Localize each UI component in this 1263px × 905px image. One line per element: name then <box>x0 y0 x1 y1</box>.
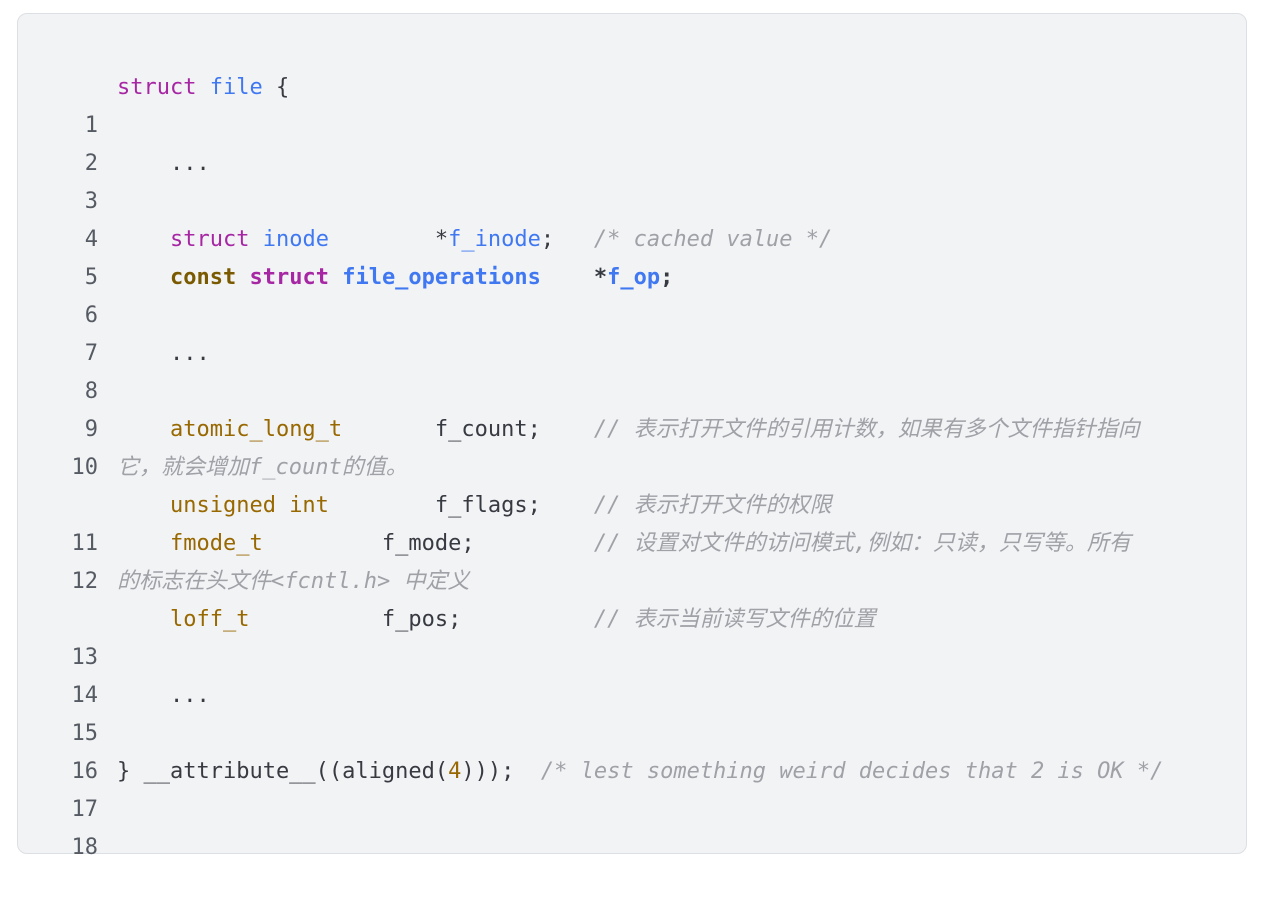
code-listing: 1 struct file { 2 3 ... 4 5 struct inode… <box>18 69 1246 860</box>
line-text: struct inode *f_inode; /* cached value *… <box>169 227 833 252</box>
field-name: f_op <box>607 265 661 290</box>
type-name: file_operations <box>342 265 541 290</box>
line-text: const struct file_operations *f_op; <box>169 265 674 290</box>
code-block[interactable]: 1 struct file { 2 3 ... 4 5 struct inode… <box>17 13 1247 860</box>
line-text: fmode_t f_mode; // 设置对文件的访问模式,例如：只读，只写等。… <box>169 531 1131 556</box>
line-number: 15 <box>71 721 99 746</box>
line-number: 4 <box>84 227 98 252</box>
code-line: 1 struct file { <box>18 69 1246 138</box>
code-line: 13 loff_t f_pos; // 表示当前读写文件的位置 <box>18 601 1246 670</box>
line-number: 3 <box>84 189 98 214</box>
code-line: 11 unsigned int f_flags; // 表示打开文件的权限 <box>18 487 1246 556</box>
type-name: file <box>209 75 263 100</box>
comment: // 表示打开文件的引用计数，如果有多个文件指针指向 <box>593 417 1140 442</box>
code-line: 7 <box>18 297 1246 366</box>
line-number: 1 <box>84 113 98 138</box>
line-number: 5 <box>84 265 98 290</box>
comment: // 表示当前读写文件的位置 <box>593 607 876 632</box>
type-name: inode <box>262 227 329 252</box>
line-number: 7 <box>84 341 98 366</box>
line-text: loff_t f_pos; // 表示当前读写文件的位置 <box>169 607 876 632</box>
code-line: 17 } __attribute__((aligned(4))); /* les… <box>18 753 1246 822</box>
code-line: 5 struct inode *f_inode; /* cached value… <box>18 221 1246 290</box>
comment: /* cached value */ <box>593 227 833 252</box>
code-line: 6 const struct file_operations *f_op; <box>18 259 1246 328</box>
code-line: 18 <box>18 791 1246 860</box>
number-literal: 4 <box>448 759 462 784</box>
code-line: 14 <box>18 639 1246 708</box>
keyword: const <box>169 265 237 290</box>
line-number: 17 <box>71 797 99 822</box>
line-number: 10 <box>71 455 99 480</box>
type-name: atomic_long_t <box>169 417 343 442</box>
code-line: 4 <box>18 183 1246 252</box>
comment-continuation: 它，就会增加f_count的值。 <box>117 455 408 480</box>
line-text: ... <box>117 341 210 366</box>
line-number: 16 <box>71 759 99 784</box>
code-line: 15 ... <box>18 677 1246 746</box>
line-number: 13 <box>71 645 99 670</box>
code-line: 3 ... <box>18 145 1246 214</box>
line-text: ... <box>117 151 210 176</box>
comment: // 表示打开文件的权限 <box>593 493 832 518</box>
line-number: 8 <box>84 379 98 404</box>
type-name: unsigned int <box>169 493 329 518</box>
keyword: struct <box>169 227 250 252</box>
code-line: 16 <box>18 715 1246 784</box>
line-text: unsigned int f_flags; // 表示打开文件的权限 <box>169 493 832 518</box>
line-number: 11 <box>71 531 99 556</box>
type-name: loff_t <box>169 607 250 632</box>
code-line: 9 <box>18 373 1246 442</box>
type-name: fmode_t <box>169 531 263 556</box>
line-number: 14 <box>71 683 99 708</box>
line-text: struct file { <box>117 75 290 100</box>
code-line: 10 atomic_long_t f_count; // 表示打开文件的引用计数… <box>18 411 1246 487</box>
line-number: 6 <box>84 303 98 328</box>
line-text: atomic_long_t f_count; // 表示打开文件的引用计数，如果… <box>169 417 1140 442</box>
comment: /* lest something weird decides that 2 i… <box>540 759 1164 784</box>
line-number: 12 <box>71 569 99 594</box>
line-number: 9 <box>84 417 98 442</box>
line-number: 2 <box>84 151 98 176</box>
code-line: 8 ... <box>18 335 1246 404</box>
line-text: } __attribute__((aligned(4))); /* lest s… <box>117 759 1164 784</box>
line-text: ... <box>117 683 210 708</box>
line-number: 18 <box>71 835 99 860</box>
field-name: f_inode <box>448 227 541 252</box>
code-line: 12 fmode_t f_mode; // 设置对文件的访问模式,例如：只读，只… <box>18 525 1246 601</box>
comment: // 设置对文件的访问模式,例如：只读，只写等。所有 <box>593 531 1131 556</box>
keyword: struct <box>249 265 329 290</box>
keyword: struct <box>117 75 197 100</box>
comment-continuation: 的标志在头文件<fcntl.h> 中定义 <box>117 569 470 594</box>
code-line: 2 <box>18 107 1246 176</box>
